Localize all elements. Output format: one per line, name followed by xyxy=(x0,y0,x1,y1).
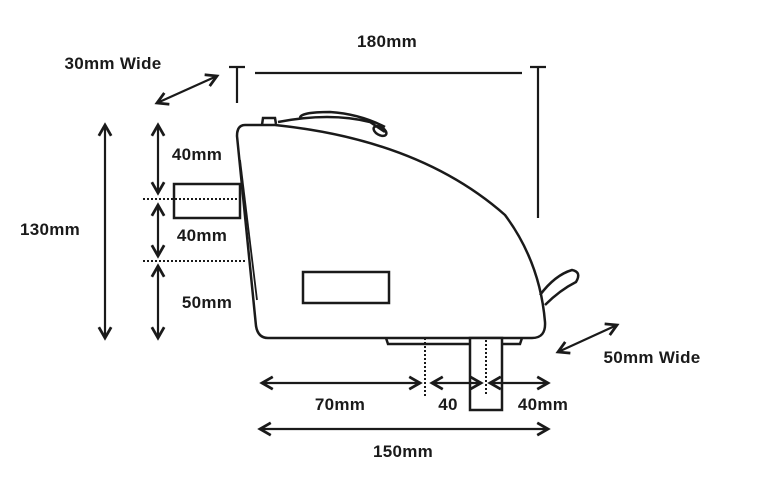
overall-length-label: 180mm xyxy=(356,32,418,51)
base-length-label: 150mm xyxy=(372,442,434,461)
post-to-rear-label: 40mm xyxy=(517,395,569,414)
mount-clip xyxy=(172,182,242,220)
dim-50-wide-arrow xyxy=(555,322,620,355)
label-window xyxy=(301,270,391,305)
rear-handle xyxy=(539,268,580,306)
top-strap xyxy=(260,110,386,134)
post-width-label: 50mm Wide xyxy=(603,348,701,367)
bag-body-outline xyxy=(235,123,547,340)
post-offset-label: 40 xyxy=(438,395,458,414)
front-to-post-label: 70mm xyxy=(314,395,366,414)
mid-to-bottom-label: 50mm xyxy=(181,293,233,312)
top-to-clip-label: 40mm xyxy=(171,145,223,164)
clip-width-label: 30mm Wide xyxy=(64,54,162,73)
dim-30-arrow xyxy=(154,73,220,106)
overall-height-label: 130mm xyxy=(19,220,81,239)
clip-to-mid-label: 40mm xyxy=(176,226,228,245)
